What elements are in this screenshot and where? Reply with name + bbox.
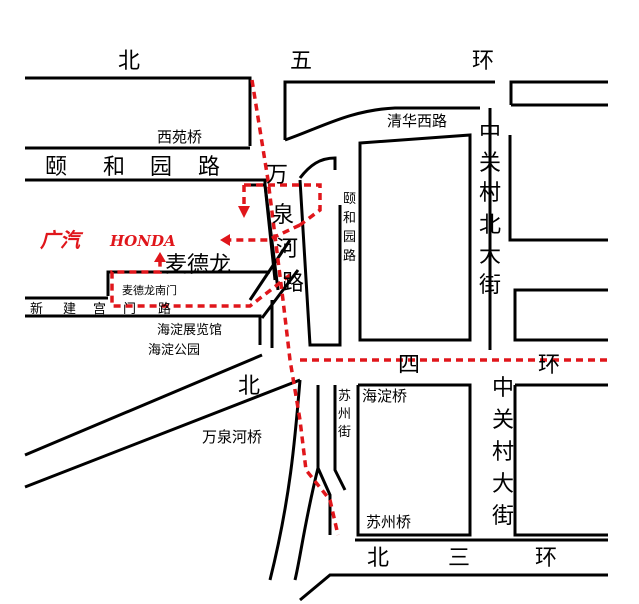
suzhou-street-char-1: 苏 — [338, 388, 351, 404]
yiheyuan-road-char-3: 园 — [150, 155, 172, 180]
haidian-exhibition-hall-label: 海淀展览馆 — [157, 322, 222, 338]
zgc-char-4: 大 — [492, 472, 514, 497]
wanquanhe-road-char-2: 泉 — [272, 203, 294, 228]
arrow-up-icon — [154, 252, 166, 262]
north-4th-ring-bei: 北 — [238, 374, 260, 399]
wanquanhe-bridge-label: 万泉河桥 — [202, 428, 262, 446]
suzhou-street-right-block — [356, 383, 472, 537]
route-lines — [110, 79, 608, 536]
suzhou-street-char-2: 州 — [338, 407, 351, 422]
tsinghua-curve-lower — [298, 156, 337, 179]
gac-honda-logo: 广汽 HONDA — [40, 228, 176, 252]
zgc-char-3: 村 — [492, 440, 514, 465]
maidelong-south-gate-label: 麦德龙南门 — [122, 283, 177, 297]
yiheyuan-vert-char-3: 园 — [343, 230, 356, 245]
ramp-inner-curve — [260, 269, 300, 319]
brand-en: HONDA — [109, 232, 176, 250]
route-arrows — [154, 206, 250, 262]
zgc-north-char-1: 中 — [479, 121, 501, 146]
haidian-bridge-label: 海淀桥 — [362, 387, 407, 405]
route-maidelong — [110, 262, 292, 308]
arrow-down-icon — [238, 206, 250, 218]
xinjiangongmen-char-5: 路 — [158, 301, 171, 317]
3rd-ring-char-2: 三 — [448, 546, 470, 571]
route-main — [250, 79, 340, 536]
tsinghua-west-road-edge — [284, 106, 480, 142]
zgc-north-char-2: 关 — [479, 151, 501, 176]
south-block-left — [316, 385, 332, 535]
zgc-char-5: 街 — [492, 504, 514, 529]
wanquanhe-road-char-1: 万 — [266, 163, 288, 188]
road-outlines — [24, 76, 608, 602]
zgc-char-1: 中 — [492, 376, 514, 401]
zgc-north-char-3: 村 — [479, 181, 501, 206]
yiheyuan-vert-char-1: 颐 — [343, 192, 356, 207]
suzhou-street-char-3: 街 — [338, 425, 351, 440]
suzhou-street-left — [333, 385, 347, 491]
zgc-south-block — [513, 385, 608, 537]
zgc-north-upper-block — [508, 135, 608, 242]
north-5th-ring-char-1: 北 — [118, 49, 140, 74]
brand-cn: 广汽 — [40, 228, 84, 252]
route-loop — [244, 183, 322, 227]
xinjiangongmen-char-4: 门 — [123, 302, 136, 317]
arrow-left-icon — [220, 234, 230, 246]
wanquanhe-road-char-3: 河 — [276, 237, 298, 262]
zgc-north-char-5: 大 — [479, 243, 501, 268]
zgc-char-2: 关 — [492, 408, 514, 433]
xinjiangongmen-char-1: 新 — [30, 301, 43, 317]
south-curve-right — [293, 467, 320, 581]
maidelong-block — [106, 270, 270, 296]
route-to-brand — [225, 223, 301, 242]
north-5th-ring-right-edge — [509, 80, 608, 105]
north-5th-ring-middle-edge — [283, 80, 495, 140]
block-north-4th-ring — [358, 133, 472, 342]
wanquanhe-road-char-4: 路 — [282, 271, 304, 296]
yiheyuan-vert-char-2: 和 — [343, 211, 356, 226]
4th-ring-char-1: 四 — [398, 353, 420, 378]
yiheyuan-road-char-4: 路 — [198, 155, 220, 180]
zgc-north-char-6: 街 — [479, 273, 501, 298]
wanquanhe-bridge-curve — [268, 379, 302, 581]
yiheyuan-road-char-2: 和 — [103, 155, 125, 180]
yiheyuan-road-vertical-left — [298, 179, 342, 347]
xiyuan-bridge-label: 西苑桥 — [157, 128, 202, 146]
north-5th-ring-char-2: 五 — [290, 49, 312, 74]
north-3rd-ring-lower-edge — [299, 573, 608, 602]
xinjiangongmen-road-lower — [25, 314, 262, 345]
maidelong-label: 麦德龙 — [165, 253, 231, 278]
yiheyuan-road-char-1: 颐 — [45, 155, 67, 180]
tsinghua-west-road-label: 清华西路 — [387, 112, 447, 130]
north-5th-ring-left-edge — [25, 76, 252, 146]
north-4th-ring-west-lower — [24, 353, 263, 457]
zgc-north-lower-block — [513, 288, 608, 342]
road-labels: 北 五 环 西苑桥 颐 和 园 路 清华西路 万 泉 河 路 颐 和 园 路 中… — [30, 49, 560, 571]
north-5th-ring-char-3: 环 — [472, 49, 494, 74]
xinjiangongmen-char-3: 宫 — [93, 302, 106, 317]
3rd-ring-char-1: 北 — [367, 546, 389, 571]
zgc-north-char-4: 北 — [479, 213, 501, 238]
yiheyuan-road-lower-edge — [25, 178, 267, 185]
haidian-park-label: 海淀公园 — [148, 343, 200, 358]
north-4th-ring-west-lower2 — [24, 378, 301, 489]
yiheyuan-vert-char-4: 路 — [343, 248, 356, 264]
ramp-lower-curve — [248, 239, 292, 301]
4th-ring-char-2: 环 — [538, 353, 560, 378]
suzhou-bridge-label: 苏州桥 — [366, 513, 411, 531]
xinjiangongmen-char-2: 建 — [63, 302, 76, 317]
3rd-ring-char-3: 环 — [535, 546, 557, 571]
